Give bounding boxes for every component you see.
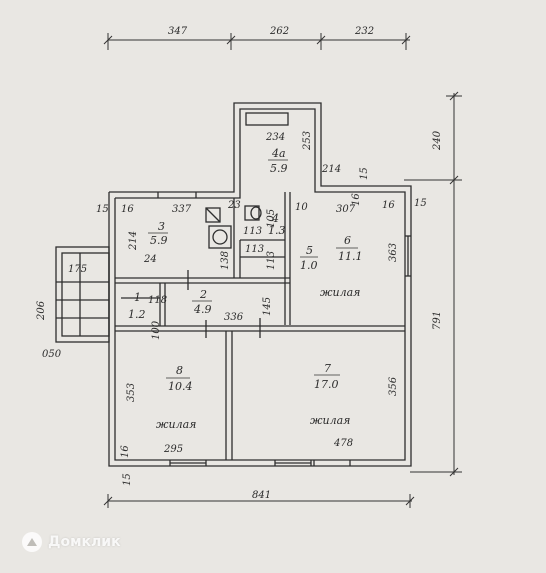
room-label: жилая [156,418,196,431]
domclick-logo-icon [22,532,42,552]
dim-307: 307 [336,204,356,215]
room-area: 1.2 [128,308,146,321]
dim-214a: 214 [321,164,341,175]
dim-16c: 16 [351,193,362,206]
dim-23: 23 [227,200,241,211]
dim-478: 478 [333,438,353,449]
room-area: 5.9 [270,162,288,175]
room-3: 3 5.9 [148,220,168,247]
room-label: жилая [310,414,350,427]
dim-113c: 113 [266,251,277,270]
room-area: 1.3 [268,224,286,237]
dim-bottom-841: 841 [252,490,271,501]
dim-253: 253 [302,131,313,151]
room-1: 1 1.2 [128,291,146,321]
dim-top-347: 347 [168,26,188,37]
room-area: 5.9 [150,234,168,247]
dim-16d: 16 [120,445,131,458]
room-area: 17.0 [314,378,339,391]
dim-206: 206 [36,300,47,321]
dim-right-791: 791 [432,311,443,330]
room-4a: 4а 5.9 [268,147,288,175]
dim-336: 336 [224,312,244,323]
walls [55,102,412,467]
room-number: 6 [344,234,351,247]
dim-15d: 15 [122,473,133,486]
dim-175: 175 [68,264,87,275]
watermark-text: Домклик [48,534,121,550]
dim-353: 353 [126,383,137,402]
dim-16b: 16 [382,200,395,211]
room-number: 7 [324,362,331,375]
room-number: 1 [134,291,141,304]
room-number: 3 [158,220,165,233]
room-number: 8 [176,364,183,377]
room-label: жилая [320,286,360,299]
dim-15b: 15 [96,204,109,215]
room-7: 7 17.0 жилая [310,362,350,427]
dim-105: 105 [266,209,277,228]
dim-113a: 113 [243,226,262,237]
dim-118: 118 [148,295,167,306]
room-area: 4.9 [193,303,212,316]
room-2: 2 4.9 [192,288,212,316]
dimension-lines [103,33,462,508]
dim-050: 050 [42,349,62,360]
dim-15c: 15 [414,198,427,209]
room-number: 5 [306,244,313,257]
dim-214b: 214 [128,231,139,251]
dim-363: 363 [388,243,399,262]
dim-right-240: 240 [432,130,443,151]
dim-145: 145 [262,297,273,316]
room-area: 1.0 [300,259,318,272]
room-number: 2 [199,288,207,301]
dim-24: 24 [143,254,157,265]
dim-top-232: 232 [354,26,374,37]
dim-top-262: 262 [269,26,289,37]
room-area: 11.1 [338,250,363,263]
dim-100: 100 [151,320,162,340]
dim-138: 138 [220,251,231,270]
room-8: 8 10.4 жилая [156,364,196,431]
dim-234: 234 [265,132,285,143]
watermark: Домклик [22,532,121,552]
room-4: 4 1.3 [268,212,286,237]
room-5: 5 1.0 [300,244,318,272]
dim-113b: 113 [245,244,264,255]
room-6: 6 11.1 жилая [320,234,363,299]
room-area: 10.4 [168,380,193,393]
dim-16a: 16 [121,204,134,215]
dim-337: 337 [172,204,192,215]
room-number: 4 [271,212,279,225]
dim-10: 10 [295,202,308,213]
dim-356: 356 [388,376,399,396]
dim-15a: 15 [359,167,370,180]
room-number: 4а [271,147,286,160]
dim-295: 295 [163,444,183,455]
